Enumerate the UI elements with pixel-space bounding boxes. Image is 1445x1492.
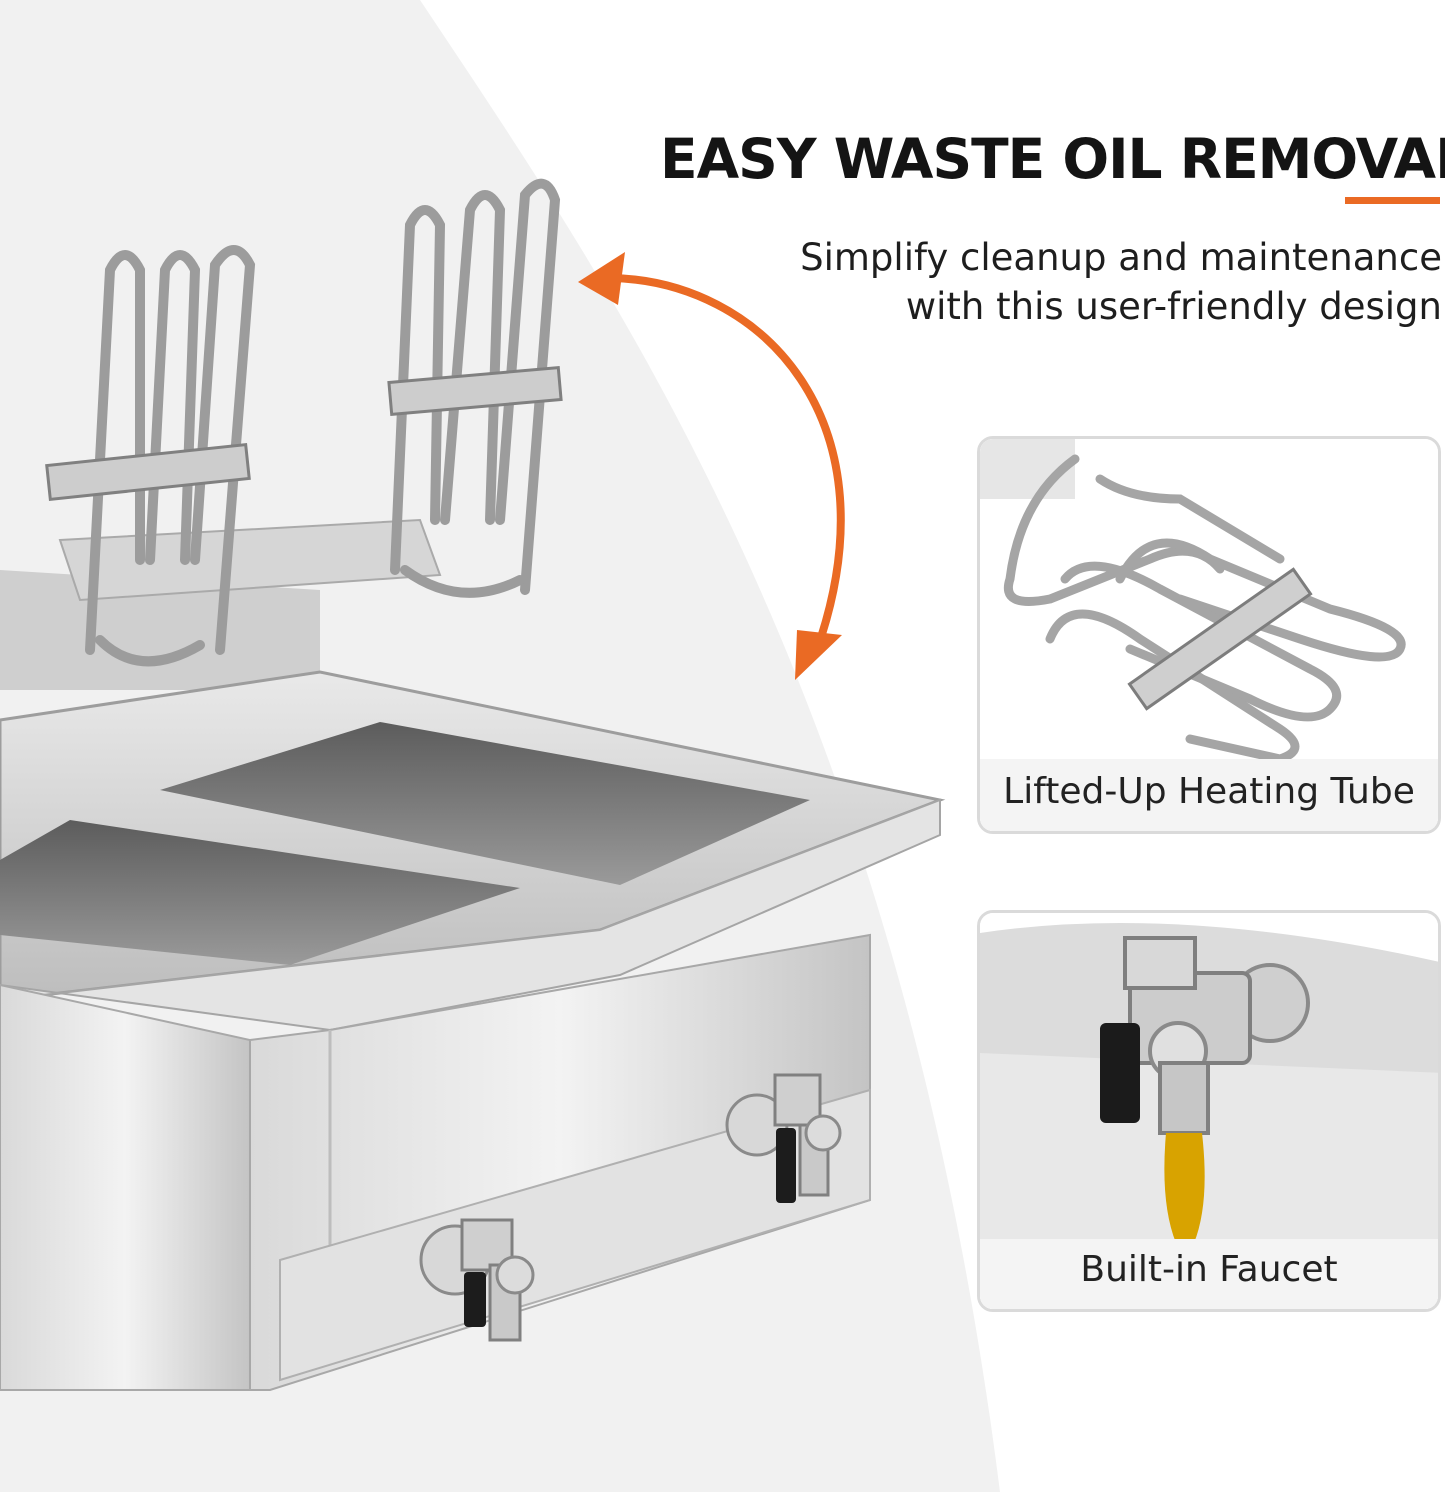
subtitle-line-1: Simplify cleanup and maintenance — [800, 236, 1442, 279]
title-accent-bar — [1345, 197, 1440, 204]
heating-element-left-icon — [85, 245, 256, 667]
feature-card-faucet: Built-in Faucet — [977, 910, 1441, 1312]
faucet-left-icon — [419, 1218, 535, 1342]
faucet-caption: Built-in Faucet — [1080, 1249, 1338, 1290]
subtitle-line-2: with this user-friendly design — [905, 285, 1442, 328]
feature-card-heating-tube: Lifted-Up Heating Tube — [977, 436, 1441, 834]
heating-element-right-icon — [390, 178, 561, 598]
heating-tube-photo-icon — [980, 439, 1438, 831]
heating-tube-caption: Lifted-Up Heating Tube — [1003, 771, 1415, 812]
page-title: EASY WASTE OIL REMOVAL — [660, 127, 1445, 191]
faucet-right-icon — [725, 1073, 842, 1203]
faucet-photo-icon — [980, 913, 1438, 1309]
